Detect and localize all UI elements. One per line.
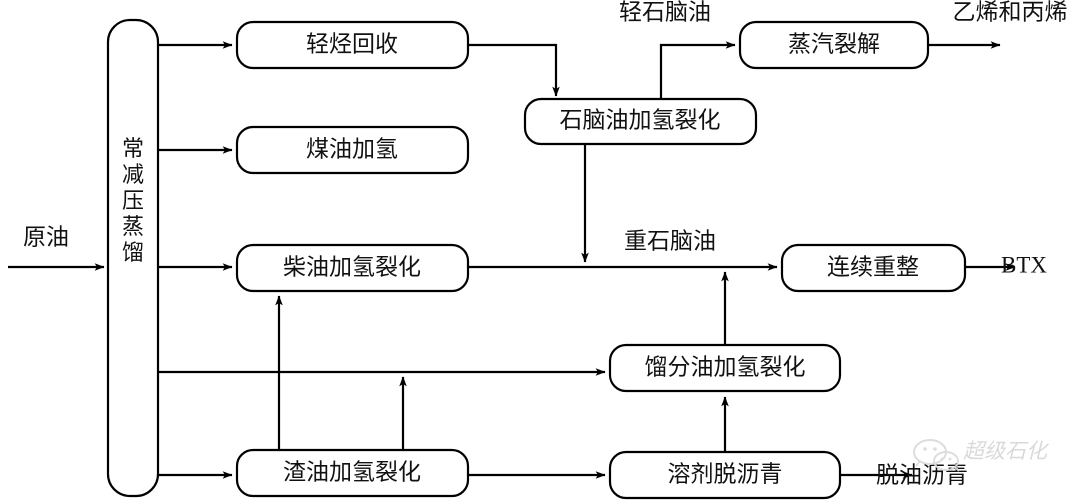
node-kerosene-hydrotreating-label: 煤油加氢 <box>306 136 398 161</box>
flow-naphtha-hydrocracking-to-steam-cracking <box>659 41 736 99</box>
node-solvent-deasphalting-label: 溶剂脱沥青 <box>668 461 783 486</box>
node-solvent-deasphalting-box[interactable] <box>608 450 842 500</box>
node-light-hydrocarbon-recovery-label: 轻烃回收 <box>306 31 398 56</box>
node-kerosene-hydrotreating[interactable]: 煤油加氢 <box>235 125 470 175</box>
stream-label-crude-oil: 原油 <box>23 224 69 249</box>
stream-label-deoiled-asphalt: 脱油沥青 <box>876 462 968 487</box>
node-steam-cracking-box[interactable] <box>738 20 930 70</box>
node-distillate-hydrocracking[interactable]: 馏分油加氢裂化 <box>608 343 842 393</box>
node-residue-hydrocracking[interactable]: 渣油加氢裂化 <box>235 448 470 498</box>
node-light-hydrocarbon-recovery[interactable]: 轻烃回收 <box>235 20 470 70</box>
node-steam-cracking[interactable]: 蒸汽裂解 <box>738 20 930 70</box>
stream-label-ethylene-propylene: 乙烯和丙烯 <box>953 0 1068 24</box>
node-kerosene-hydrotreating-box[interactable] <box>235 125 470 175</box>
node-steam-cracking-label: 蒸汽裂解 <box>788 31 880 56</box>
node-diesel-hydrocracking-box[interactable] <box>235 243 470 293</box>
node-atm-vac-distillation-label: 常减压蒸馏 <box>122 136 144 265</box>
node-naphtha-hydrocracking[interactable]: 石脑油加氢裂化 <box>523 97 758 146</box>
node-diesel-hydrocracking-label: 柴油加氢裂化 <box>283 254 421 279</box>
node-distillate-hydrocracking-label: 馏分油加氢裂化 <box>645 354 806 379</box>
node-atm-vac-distillation-box[interactable] <box>106 18 160 498</box>
node-light-hydrocarbon-recovery-box[interactable] <box>235 20 470 70</box>
node-continuous-reforming[interactable]: 连续重整 <box>780 243 967 293</box>
node-continuous-reforming-box[interactable] <box>780 243 967 293</box>
node-naphtha-hydrocracking-label: 石脑油加氢裂化 <box>560 107 721 132</box>
wechat-icon <box>913 439 960 472</box>
stream-label-heavy-naphtha: 重石脑油 <box>624 228 716 253</box>
node-solvent-deasphalting[interactable]: 溶剂脱沥青 <box>608 450 842 500</box>
node-atm-vac-distillation[interactable]: 常减压蒸馏 <box>106 18 160 498</box>
stream-label-light-naphtha: 轻石脑油 <box>619 0 711 24</box>
node-distillate-hydrocracking-box[interactable] <box>608 343 842 393</box>
stream-label-btx: BTX <box>1001 252 1047 277</box>
node-diesel-hydrocracking[interactable]: 柴油加氢裂化 <box>235 243 470 293</box>
watermark-label: 超级石化 <box>963 439 1050 463</box>
node-residue-hydrocracking-label: 渣油加氢裂化 <box>283 459 421 484</box>
watermark: 超级石化 <box>913 439 1050 472</box>
node-residue-hydrocracking-box[interactable] <box>235 448 470 498</box>
node-continuous-reforming-label: 连续重整 <box>827 254 919 279</box>
node-naphtha-hydrocracking-box[interactable] <box>523 97 758 146</box>
flow-light-hydrocarbon-recovery-to-naphtha-hydrocracking <box>468 43 560 97</box>
